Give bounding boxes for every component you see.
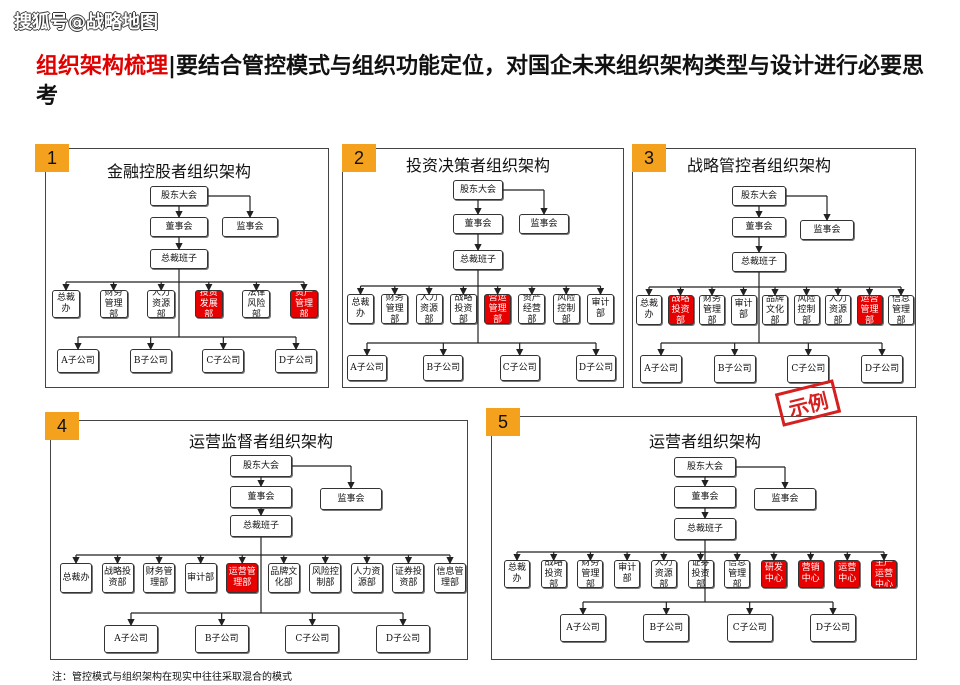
shareholders-box[interactable]: 股东大会 bbox=[150, 186, 208, 206]
department-box[interactable]: 审计部 bbox=[587, 294, 614, 324]
subsidiary-box[interactable]: C子公司 bbox=[499, 355, 540, 381]
page-heading: 组织架构梳理|要结合管控模式与组织功能定位，对国企未来组织架构类型与设计进行必要… bbox=[36, 52, 946, 112]
subsidiary-box[interactable]: B子公司 bbox=[194, 625, 249, 653]
shareholders-box[interactable]: 股东大会 bbox=[732, 186, 786, 206]
department-box[interactable]: 营销中心 bbox=[797, 560, 824, 588]
subsidiary-box[interactable]: C子公司 bbox=[787, 355, 830, 383]
heading-text: |要结合管控模式与组织功能定位，对国企未来组织架构类型与设计进行必要思考 bbox=[36, 54, 925, 109]
panel-title: 运营监督者组织架构 bbox=[189, 432, 334, 451]
department-box[interactable]: 品牌文化部 bbox=[762, 295, 788, 325]
department-box[interactable]: 证券投资部 bbox=[687, 560, 714, 588]
panel-number: 2 bbox=[342, 144, 376, 172]
panel-title: 投资决策者组织架构 bbox=[406, 156, 551, 175]
department-box[interactable]: 投资发展部 bbox=[194, 290, 223, 318]
department-box[interactable]: 信息管理部 bbox=[888, 295, 914, 325]
panel-number: 5 bbox=[486, 408, 520, 436]
shareholders-box[interactable]: 股东大会 bbox=[230, 455, 292, 477]
department-box[interactable]: 研发中心 bbox=[760, 560, 787, 588]
panel-title: 金融控股者组织架构 bbox=[107, 162, 252, 181]
department-box[interactable]: 战略投资部 bbox=[101, 563, 134, 593]
subsidiary-box[interactable]: A子公司 bbox=[57, 349, 99, 373]
department-box[interactable]: 审计部 bbox=[614, 560, 641, 588]
department-box[interactable]: 财务管理部 bbox=[381, 294, 409, 324]
department-box[interactable]: 风险控制部 bbox=[309, 563, 342, 593]
department-box[interactable]: 总裁办 bbox=[504, 560, 530, 588]
department-box[interactable]: 审计部 bbox=[184, 563, 217, 593]
subsidiary-box[interactable]: D子公司 bbox=[275, 349, 317, 373]
subsidiary-box[interactable]: B子公司 bbox=[423, 355, 464, 381]
department-box[interactable]: 总裁办 bbox=[60, 563, 92, 593]
footnote: 注：管控模式与组织架构在现实中往往采取混合的模式 bbox=[52, 672, 292, 683]
department-box[interactable]: 审计部 bbox=[730, 295, 757, 325]
subsidiary-box[interactable]: A子公司 bbox=[104, 625, 158, 653]
department-box[interactable]: 风险控制部 bbox=[552, 294, 580, 324]
panel-number: 3 bbox=[632, 144, 666, 172]
panel-title: 运营者组织架构 bbox=[649, 432, 762, 451]
department-box[interactable]: 战略投资部 bbox=[667, 295, 694, 325]
shareholders-box[interactable]: 股东大会 bbox=[453, 180, 503, 200]
department-box[interactable]: 信息管理部 bbox=[724, 560, 751, 588]
department-box[interactable]: 财务管理部 bbox=[577, 560, 604, 588]
department-box[interactable]: 总裁办 bbox=[52, 290, 80, 318]
department-box[interactable]: 财务管理部 bbox=[699, 295, 725, 325]
department-box[interactable]: 运营管理部 bbox=[856, 295, 883, 325]
department-box[interactable]: 人力资源部 bbox=[825, 295, 851, 325]
subsidiary-box[interactable]: D子公司 bbox=[810, 614, 856, 642]
department-box[interactable]: 资产管理部 bbox=[290, 290, 318, 318]
subsidiary-box[interactable]: A子公司 bbox=[640, 355, 682, 383]
subsidiary-box[interactable]: B子公司 bbox=[129, 349, 172, 373]
subsidiary-box[interactable]: D子公司 bbox=[861, 355, 903, 383]
department-box[interactable]: 人力资源部 bbox=[350, 563, 383, 593]
subsidiary-box[interactable]: D子公司 bbox=[576, 355, 616, 381]
watermark: 搜狐号@战略地图 bbox=[14, 12, 158, 33]
subsidiary-box[interactable]: C子公司 bbox=[202, 349, 245, 373]
subsidiary-box[interactable]: A子公司 bbox=[347, 355, 387, 381]
department-box[interactable]: 人力资源部 bbox=[147, 290, 176, 318]
subsidiary-box[interactable]: A子公司 bbox=[560, 614, 606, 642]
department-box[interactable]: 财务管理部 bbox=[99, 290, 128, 318]
department-box[interactable]: 运营中心 bbox=[834, 560, 861, 588]
heading-highlight: 组织架构梳理 bbox=[36, 54, 169, 79]
board-box[interactable]: 董事会 bbox=[230, 486, 292, 508]
panel-title: 战略管控者组织架构 bbox=[687, 156, 832, 175]
department-box[interactable]: 信息管理部 bbox=[434, 563, 466, 593]
department-box[interactable]: 人力资源部 bbox=[650, 560, 677, 588]
department-box[interactable]: 风险控制部 bbox=[793, 295, 820, 325]
panel-number: 1 bbox=[35, 144, 69, 172]
panel-number: 4 bbox=[45, 412, 79, 440]
department-box[interactable]: 战略投资部 bbox=[449, 294, 477, 324]
shareholders-box[interactable]: 股东大会 bbox=[674, 457, 736, 477]
